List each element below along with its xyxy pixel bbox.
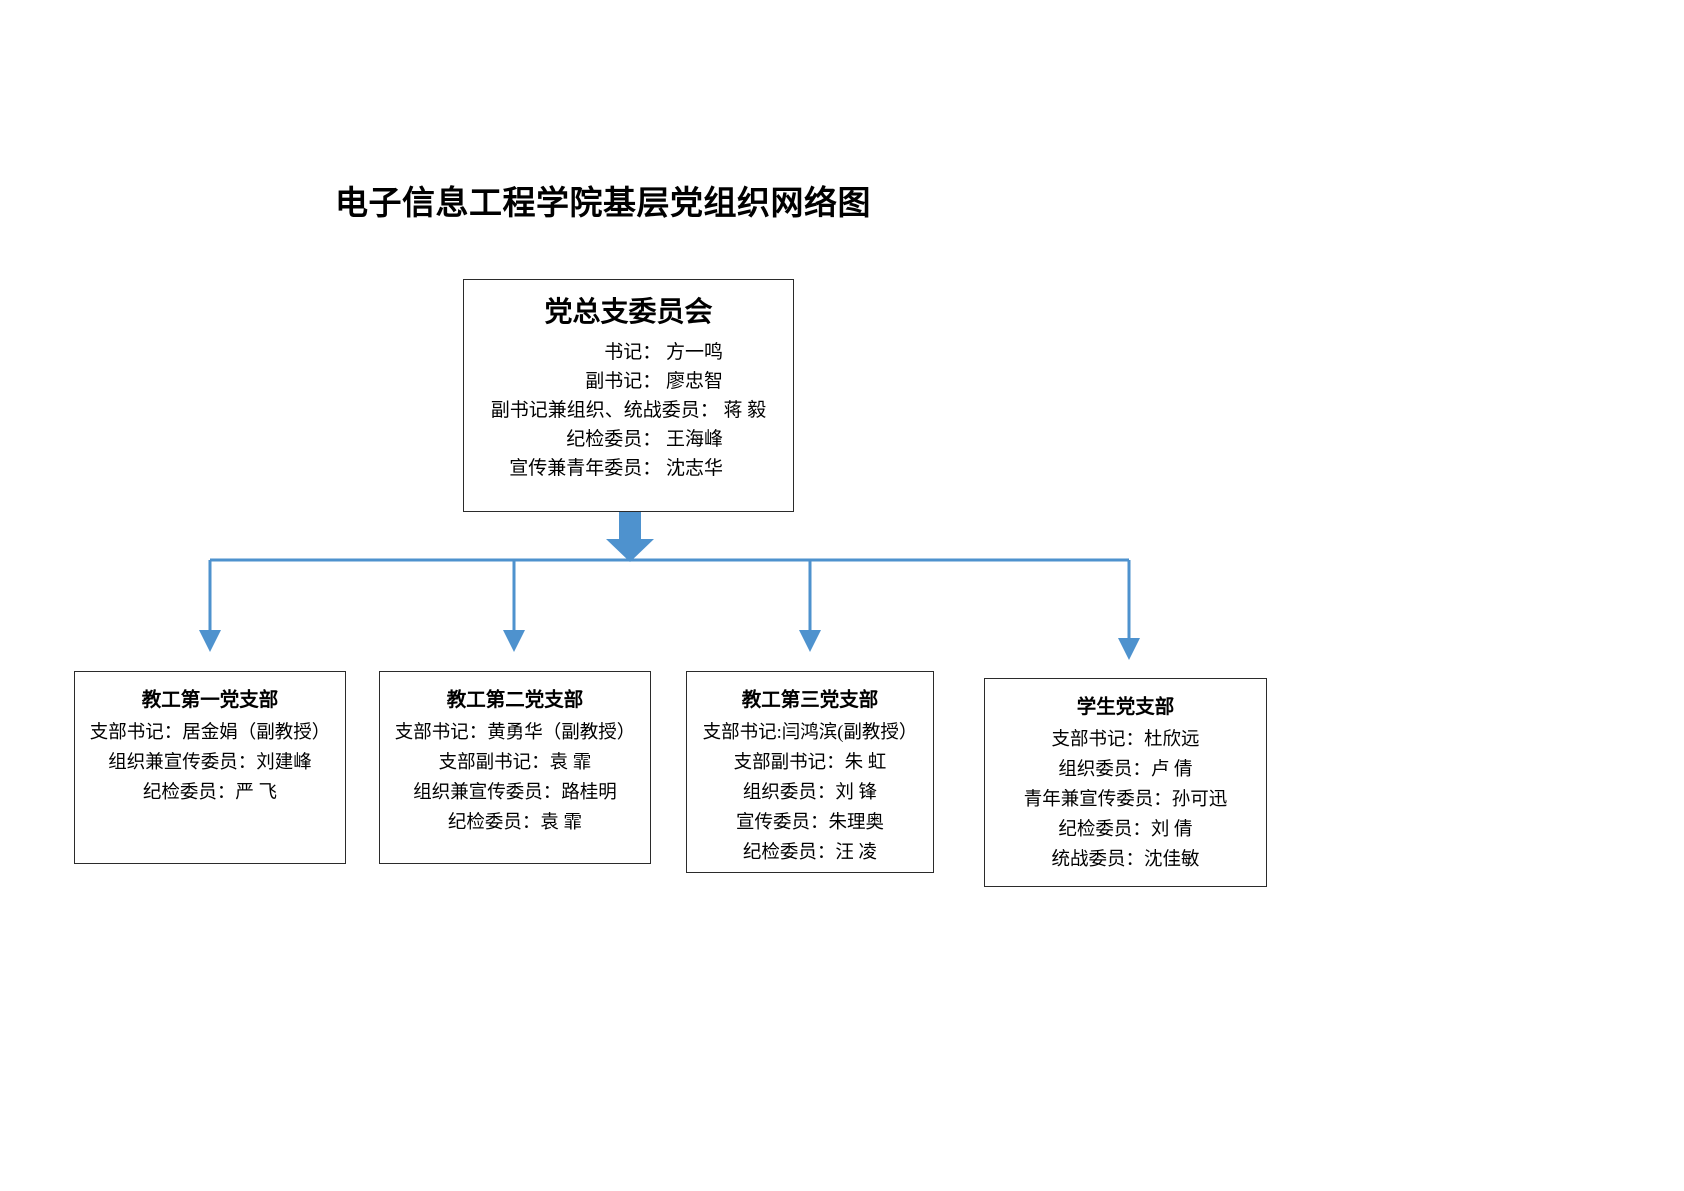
node-line-2: 支部副书记：袁 霏 [438, 753, 592, 773]
node-line-2: 支部副书记：朱 虹 [733, 753, 887, 773]
node-title: 党总支委员会 [544, 295, 713, 328]
node-student-branch[interactable]: 学生党支部 支部书记：杜欣远 组织委员：卢 倩 青年兼宣传委员：孙可迅 纪检委员… [984, 678, 1267, 887]
arrow-to-branch-4 [1118, 638, 1140, 660]
node-line-3: 青年兼宣传委员：孙可迅 [1023, 790, 1228, 810]
node-line-discipline-member: 纪检委员： 王海峰 [566, 429, 723, 450]
node-title: 教工第二党支部 [446, 688, 584, 711]
arrow-to-branch-2 [503, 630, 525, 652]
node-line-3: 组织委员：刘 锋 [742, 783, 878, 803]
node-line-deputy-org-unitedfront: 副书记兼组织、统战委员： 蒋 毅 [490, 400, 767, 421]
node-line-propaganda-youth-member: 宣传兼青年委员： 沈志华 [509, 458, 723, 479]
node-faculty-branch-2[interactable]: 教工第二党支部 支部书记：黄勇华（副教授） 支部副书记：袁 霏 组织兼宣传委员：… [379, 671, 651, 864]
node-line-3: 组织兼宣传委员：路桂明 [413, 783, 617, 803]
node-title: 教工第一党支部 [141, 688, 279, 711]
page-title: 电子信息工程学院基层党组织网络图 [335, 183, 871, 222]
node-line-deputy-secretary: 副书记： 廖忠智 [585, 371, 723, 392]
node-faculty-branch-1[interactable]: 教工第一党支部 支部书记：居金娟（副教授） 组织兼宣传委员：刘建峰 纪检委员：严… [74, 671, 346, 864]
node-line-4: 纪检委员：刘 倩 [1058, 820, 1193, 840]
node-line-1: 支部书记：黄勇华（副教授） [394, 723, 636, 743]
node-line-3: 纪检委员：严 飞 [142, 783, 278, 803]
node-line-5: 纪检委员：汪 凌 [742, 843, 878, 863]
node-line-1: 支部书记：杜欣远 [1051, 730, 1200, 750]
node-line-1: 支部书记:闫鸿滨(副教授） [702, 723, 918, 743]
down-arrow-from-root [606, 512, 654, 562]
horizontal-bus [208, 558, 1131, 638]
node-line-4: 纪检委员：袁 霏 [447, 813, 583, 833]
node-line-secretary: 书记： 方一鸣 [604, 342, 723, 363]
node-line-5: 统战委员：沈佳敏 [1051, 850, 1200, 870]
node-party-general-branch-committee[interactable]: 党总支委员会 书记： 方一鸣 副书记： 廖忠智 副书记兼组织、统战委员： 蒋 毅… [463, 279, 794, 512]
node-line-2: 组织兼宣传委员：刘建峰 [108, 753, 312, 773]
node-faculty-branch-3[interactable]: 教工第三党支部 支部书记:闫鸿滨(副教授） 支部副书记：朱 虹 组织委员：刘 锋… [686, 671, 934, 873]
node-line-4: 宣传委员：朱理奥 [735, 813, 884, 833]
node-title: 教工第三党支部 [741, 688, 879, 711]
arrow-to-branch-3 [799, 630, 821, 652]
node-line-2: 组织委员：卢 倩 [1058, 760, 1193, 780]
node-title: 学生党支部 [1076, 695, 1175, 718]
node-line-1: 支部书记：居金娟（副教授） [89, 723, 331, 743]
arrow-to-branch-1 [199, 630, 221, 652]
